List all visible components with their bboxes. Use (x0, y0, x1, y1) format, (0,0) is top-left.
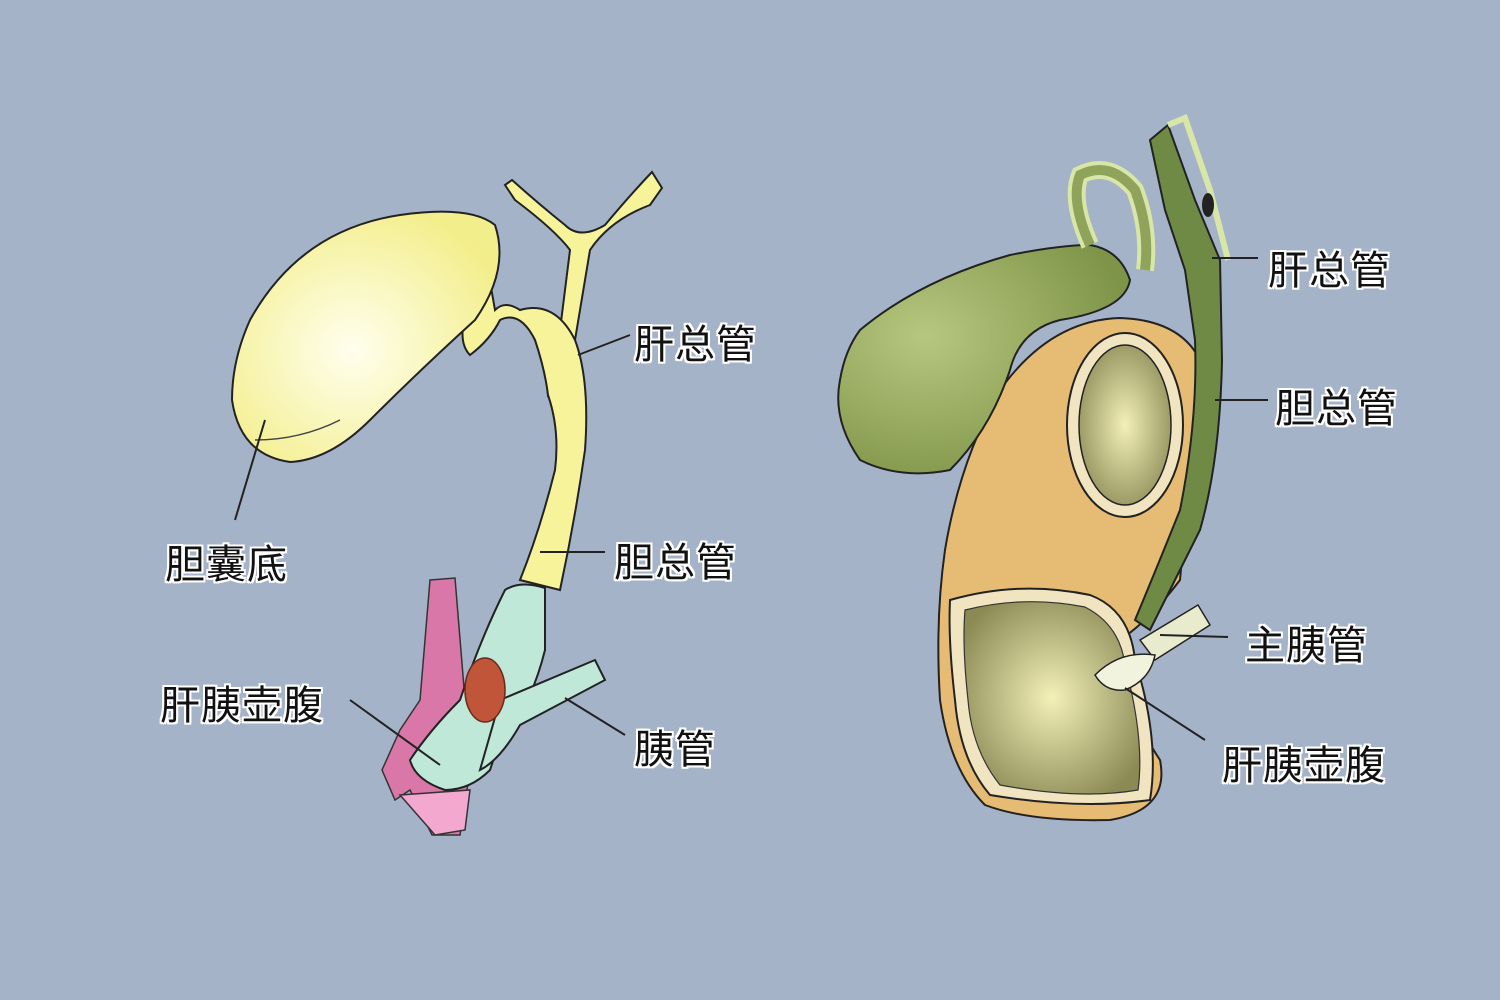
label-right-hepatopancreatic-ampulla: 肝胰壶腹 (1222, 743, 1386, 789)
label-left-common-bile-duct: 胆总管 (614, 540, 737, 586)
label-main-pancreatic-duct: 主胰管 (1245, 623, 1368, 669)
right-biliary-diagram (837, 114, 1231, 822)
left-biliary-diagram (230, 170, 664, 836)
label-gallbladder-fundus: 胆囊底 (165, 542, 288, 588)
left-leader-lines (234, 334, 631, 766)
label-pancreatic-duct: 胰管 (634, 727, 716, 773)
right-leader-lines (1124, 257, 1268, 741)
label-left-common-hepatic-duct: 肝总管 (634, 322, 757, 368)
label-right-common-bile-duct: 胆总管 (1275, 386, 1398, 432)
label-right-common-hepatic-duct: 肝总管 (1268, 248, 1391, 294)
label-left-hepatopancreatic-ampulla: 肝胰壶腹 (160, 683, 324, 729)
